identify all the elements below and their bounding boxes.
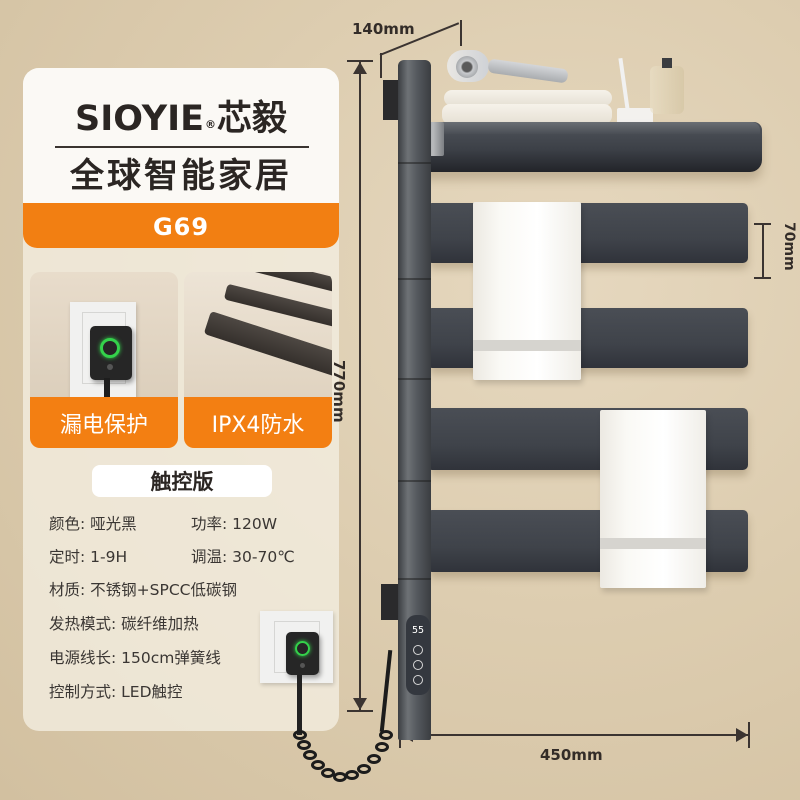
edition-badge: 触控版	[92, 465, 272, 497]
feature-label: 漏电保护	[30, 397, 178, 448]
spec-temperature: 调温: 30-70℃	[191, 548, 295, 566]
temperature-icon[interactable]	[413, 660, 423, 670]
arrow-right-icon	[736, 728, 748, 742]
wall-bracket-bottom	[381, 584, 401, 620]
arrow-down-icon	[353, 698, 367, 710]
depth-dimension-label: 140mm	[352, 20, 415, 38]
brand-header: SIOYIE®芯毅 全球智能家居 G69	[23, 68, 339, 248]
waterproof-droplets-icon	[184, 272, 332, 397]
bar-height-line	[762, 223, 764, 278]
height-tick-bottom	[347, 710, 373, 712]
leakage-protection-plug-icon	[30, 272, 178, 399]
power-cable	[297, 675, 302, 735]
soap-bottle	[650, 66, 684, 114]
brand-divider	[55, 146, 309, 148]
spec-material: 材质: 不锈钢+SPCC低碳钢	[49, 581, 237, 599]
shelf-lip	[430, 122, 760, 134]
brand-slogan: 全球智能家居	[70, 156, 292, 196]
bar-height-dimension-label: 70mm	[781, 222, 797, 271]
coiled-power-cable	[293, 730, 393, 788]
power-plug	[286, 632, 319, 675]
brand-name: SIOYIE	[74, 99, 204, 139]
feature-label: IPX4防水	[184, 397, 332, 448]
cable-to-rack	[379, 650, 393, 732]
spec-control-method: 控制方式: LED触控	[49, 683, 183, 701]
toothbrush	[618, 57, 630, 111]
folded-towel	[442, 104, 612, 124]
model-number: G69	[152, 212, 210, 241]
model-banner: G69	[23, 203, 339, 248]
arrow-up-icon	[353, 62, 367, 74]
width-dimension-label: 450mm	[540, 746, 603, 764]
timer-icon[interactable]	[413, 645, 423, 655]
hair-dryer-nozzle	[456, 56, 478, 78]
bar-tick-bottom	[754, 277, 771, 279]
hair-dryer-handle	[487, 58, 569, 84]
spec-color: 颜色: 哑光黑	[49, 515, 137, 533]
spec-power: 功率: 120W	[191, 515, 278, 533]
hanging-towel-upper	[473, 202, 581, 380]
folded-towel	[444, 90, 612, 106]
feature-waterproof: IPX4防水	[184, 272, 332, 448]
height-dimension-label: 770mm	[330, 360, 348, 423]
brand-name-cn: 芯毅	[217, 99, 288, 139]
spec-cable-length: 电源线长: 150cm弹簧线	[49, 649, 221, 667]
plug	[90, 326, 132, 380]
width-line	[400, 734, 748, 736]
brand-logo: SIOYIE®芯毅	[23, 90, 339, 141]
edition-label: 触控版	[150, 470, 214, 494]
hanging-towel-lower	[600, 410, 706, 588]
spec-heating-mode: 发热模式: 碳纤维加热	[49, 615, 199, 633]
height-tick-top	[347, 60, 373, 62]
touch-control-panel[interactable]: 55	[406, 615, 430, 695]
depth-tick-right	[460, 20, 462, 46]
height-line	[359, 62, 361, 710]
registered-mark: ®	[205, 118, 216, 131]
spec-timer: 定时: 1-9H	[49, 548, 128, 566]
pump-head	[662, 58, 672, 68]
feature-leakage-protection: 漏电保护	[30, 272, 178, 448]
depth-tick-left	[380, 53, 382, 78]
width-tick-right	[748, 722, 750, 748]
temperature-display: 55	[411, 625, 425, 636]
power-icon[interactable]	[413, 675, 423, 685]
